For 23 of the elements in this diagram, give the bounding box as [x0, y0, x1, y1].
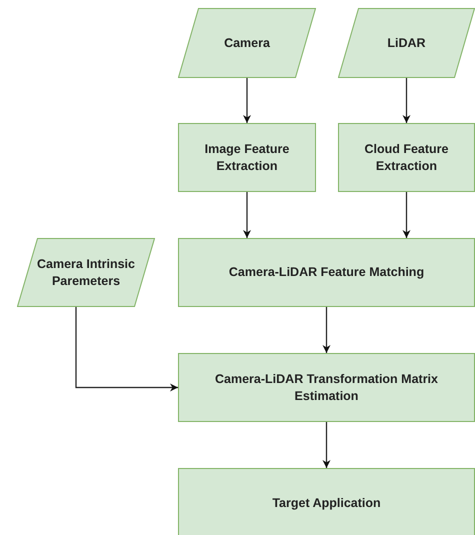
node-label: Camera-LiDAR Transformation Matrix Estimation — [214, 370, 439, 404]
node-label: Camera Intrinsic Paremeters — [36, 256, 136, 290]
process-box — [178, 238, 475, 307]
input-parallelogram — [338, 8, 475, 78]
process-box — [178, 123, 316, 192]
arrow — [75, 307, 178, 392]
input-parallelogram — [178, 8, 316, 78]
process-box — [178, 468, 475, 535]
arrow — [322, 422, 330, 468]
node-label: Cloud Feature Extraction — [363, 140, 450, 174]
node-label: Camera — [223, 34, 271, 52]
process-box — [178, 353, 475, 422]
process-box — [338, 123, 475, 192]
node-label: LiDAR — [386, 34, 427, 52]
arrow — [402, 78, 410, 123]
arrow — [243, 78, 251, 123]
input-parallelogram — [17, 238, 155, 307]
arrow — [402, 192, 410, 238]
node-label: Image Feature Extraction — [204, 140, 290, 174]
arrow — [243, 192, 251, 238]
node-label: Target Application — [271, 494, 382, 512]
node-label: Camera-LiDAR Feature Matching — [228, 264, 426, 281]
arrow — [322, 307, 330, 353]
